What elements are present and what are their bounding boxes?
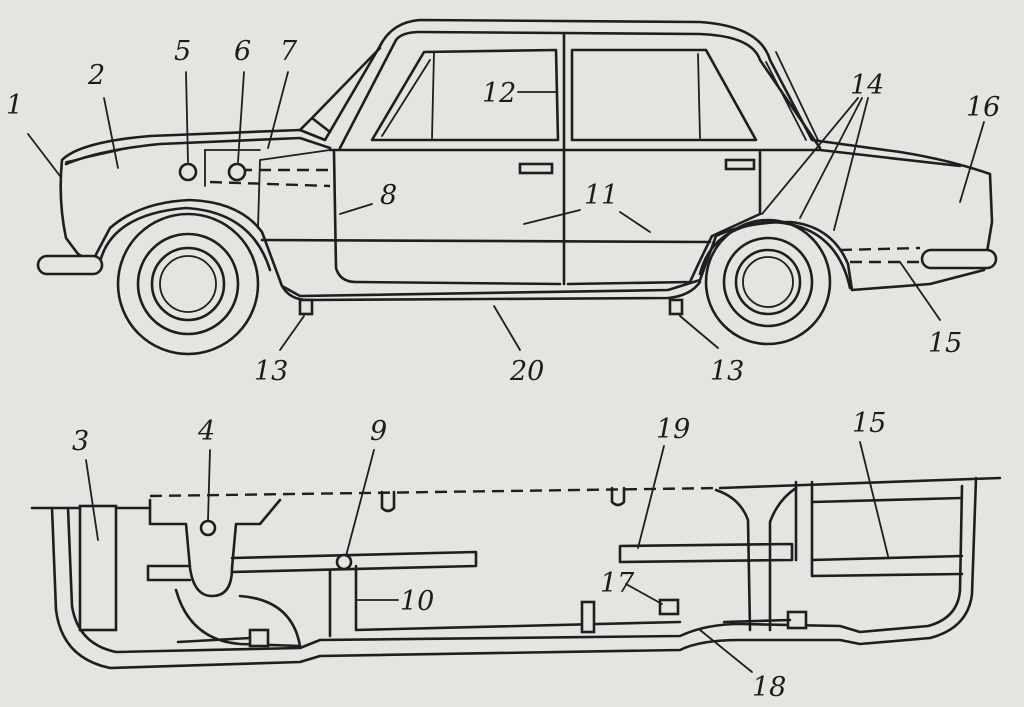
label-1: 1 <box>6 90 23 121</box>
label-13-rear: 13 <box>710 356 744 387</box>
front-wheel <box>116 212 260 356</box>
front-door <box>332 150 562 286</box>
label-8: 8 <box>380 180 397 211</box>
roof-inner <box>338 30 822 150</box>
floor-outline <box>50 476 978 670</box>
front-wheel-arch <box>98 206 272 272</box>
leader-9 <box>345 449 375 557</box>
leader-16 <box>959 121 985 203</box>
rear-door-handle <box>724 158 756 171</box>
leader-15b <box>859 441 889 557</box>
label-3: 3 <box>72 426 89 457</box>
rear-wheel <box>704 218 832 346</box>
rear-spar-15 <box>810 496 964 504</box>
hidden-line-front-lower <box>209 180 331 188</box>
rear-quarter-glass <box>765 51 819 141</box>
belt-line <box>328 148 962 168</box>
leader-15a <box>899 261 941 321</box>
underbody-view <box>30 441 1002 673</box>
label-15-under: 15 <box>852 408 886 439</box>
leader-11b <box>619 211 651 233</box>
label-14: 14 <box>850 70 884 101</box>
front-window <box>370 48 560 142</box>
label-18: 18 <box>752 672 786 703</box>
label-12: 12 <box>482 78 516 109</box>
car-side-view <box>27 18 998 356</box>
leader-18 <box>699 629 753 673</box>
label-16: 16 <box>966 92 1000 123</box>
rear-door <box>566 150 762 286</box>
label-7: 7 <box>280 36 298 67</box>
leader-4 <box>207 449 211 521</box>
jack-support-rear <box>668 298 684 316</box>
leader-20 <box>493 305 521 351</box>
hidden-line-rear <box>839 246 921 252</box>
leader-6 <box>237 71 245 163</box>
floor-member-10 <box>328 564 682 638</box>
leader-5 <box>185 71 189 163</box>
leader-3 <box>85 459 99 541</box>
reinforcement-17 <box>658 598 680 616</box>
leader-14a <box>761 97 859 215</box>
reinforcement-6 <box>227 162 247 182</box>
leader-14b <box>799 97 863 219</box>
leader-14c <box>833 97 869 231</box>
rear-crossmember-19 <box>618 542 794 564</box>
reinforcement-5 <box>178 162 198 182</box>
body-outline <box>59 18 994 298</box>
front-bumper <box>36 254 104 276</box>
front-crossmember <box>146 550 478 582</box>
rear-wheel-arch <box>698 220 852 290</box>
label-9: 9 <box>370 416 387 447</box>
label-11: 11 <box>584 180 618 211</box>
front-suspension-mount <box>148 498 282 598</box>
rear-window <box>570 48 758 142</box>
label-13-front: 13 <box>254 356 288 387</box>
label-17: 17 <box>600 568 635 599</box>
leader-7 <box>267 71 289 149</box>
label-2: 2 <box>87 60 105 91</box>
label-10: 10 <box>400 586 434 617</box>
leader-11a <box>523 209 581 225</box>
leader-19 <box>637 445 665 549</box>
leader-1 <box>27 133 61 177</box>
side-molding <box>260 238 712 244</box>
front-door-handle <box>518 162 554 175</box>
label-20: 20 <box>509 356 544 387</box>
label-15-side: 15 <box>928 328 962 359</box>
sill <box>280 280 702 302</box>
label-4: 4 <box>197 416 215 447</box>
leader-13a <box>279 315 305 351</box>
label-19: 19 <box>656 414 690 445</box>
callout-labels: 1 2 5 6 7 8 11 12 13 13 14 15 16 20 3 4 … <box>6 36 1000 703</box>
label-6: 6 <box>234 36 251 67</box>
front-spar-3 <box>78 504 118 632</box>
rear-bumper <box>920 248 998 270</box>
leader-13b <box>679 315 719 349</box>
mount-point-4 <box>199 519 217 537</box>
reinforcement-block <box>580 600 596 634</box>
jack-support-front <box>298 298 314 316</box>
label-5: 5 <box>174 36 191 67</box>
mount-point-9 <box>335 553 353 571</box>
leader-2 <box>103 97 119 169</box>
leader-17 <box>625 583 663 605</box>
leader-8 <box>339 203 373 215</box>
windshield <box>298 46 382 134</box>
bracket-front <box>248 628 270 648</box>
